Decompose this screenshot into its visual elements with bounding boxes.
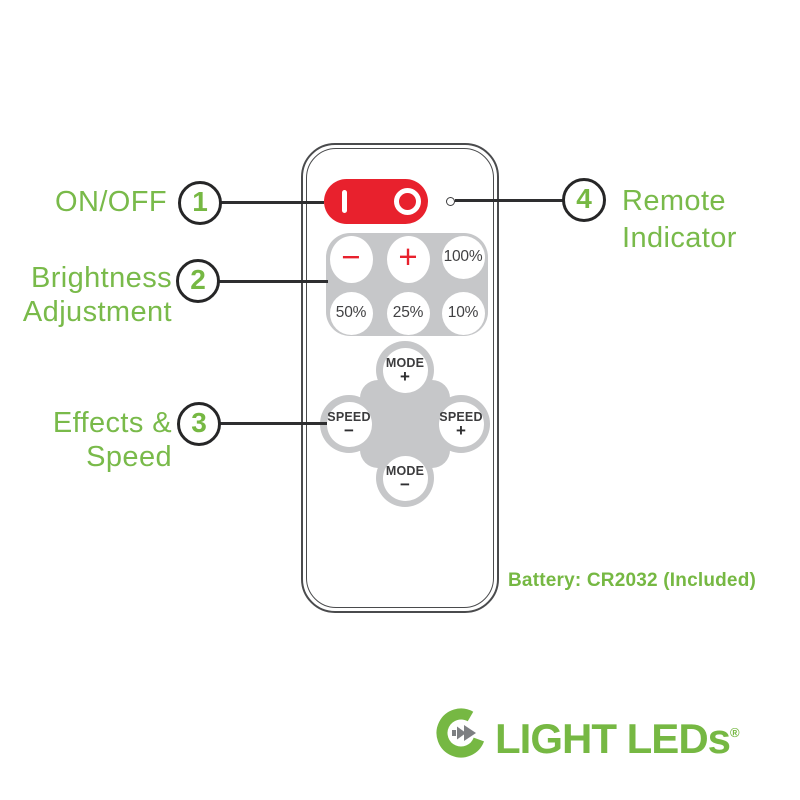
speed-down-button[interactable]: SPEED − xyxy=(326,401,372,447)
label-remote-indicator: Remote Indicator xyxy=(622,183,797,257)
brand-name: LIGHT LEDs® xyxy=(495,708,740,764)
callout-line-3 xyxy=(219,422,327,425)
mode-up-label: MODE xyxy=(385,355,425,370)
label-line: Speed xyxy=(86,441,172,473)
brightness-increase-button[interactable]: + xyxy=(386,235,430,283)
brand-name-text: LIGHT LEDs xyxy=(495,715,731,762)
label-line: ON/OFF xyxy=(55,186,167,218)
speed-down-label: SPEED xyxy=(327,409,371,424)
callout-line-2 xyxy=(218,280,328,283)
registered-mark: ® xyxy=(730,725,740,740)
label-brightness-adjustment: Brightness Adjustment xyxy=(0,261,172,329)
label-line: Brightness xyxy=(30,262,172,294)
callout-badge-1: 1 xyxy=(178,181,222,225)
label-line: Indicator xyxy=(622,222,737,254)
label-on-off: ON/OFF xyxy=(20,187,167,218)
power-on-icon xyxy=(342,190,347,213)
plus-icon: + xyxy=(400,366,410,386)
plus-icon: + xyxy=(456,420,466,440)
callout-line-1 xyxy=(220,201,324,204)
brightness-10-button[interactable]: 10% xyxy=(441,291,485,335)
remote-indicator-led xyxy=(446,197,455,206)
mode-down-label: MODE xyxy=(385,463,425,478)
brightness-100-button[interactable]: 100% xyxy=(441,235,485,279)
brightness-50-button[interactable]: 50% xyxy=(329,291,373,335)
minus-icon: − xyxy=(344,420,354,440)
dpad-background xyxy=(360,380,450,468)
callout-badge-4: 4 xyxy=(562,178,606,222)
brightness-25-button[interactable]: 25% xyxy=(386,291,430,335)
minus-icon: − xyxy=(400,474,410,494)
callout-badge-3: 3 xyxy=(177,402,221,446)
battery-note: Battery: CR2032 (Included) xyxy=(508,570,757,591)
callout-badge-2: 2 xyxy=(176,259,220,303)
brand-logo: LIGHT LEDs® xyxy=(436,708,740,764)
speed-up-button[interactable]: SPEED + xyxy=(438,401,484,447)
speed-up-label: SPEED xyxy=(439,409,483,424)
label-line: Effects & xyxy=(52,407,172,439)
label-line: Adjustment xyxy=(22,296,172,328)
callout-line-4 xyxy=(455,199,564,202)
light-leds-logo-icon xyxy=(436,708,485,758)
label-line: Remote xyxy=(622,185,726,217)
brightness-decrease-button[interactable]: − xyxy=(329,235,373,283)
label-effects-speed: Effects & Speed xyxy=(0,406,172,474)
remote-inner-outline xyxy=(306,148,494,608)
mode-down-button[interactable]: MODE − xyxy=(382,455,428,501)
power-button[interactable] xyxy=(324,179,428,224)
mode-up-button[interactable]: MODE + xyxy=(382,347,428,393)
power-off-icon xyxy=(394,188,421,215)
